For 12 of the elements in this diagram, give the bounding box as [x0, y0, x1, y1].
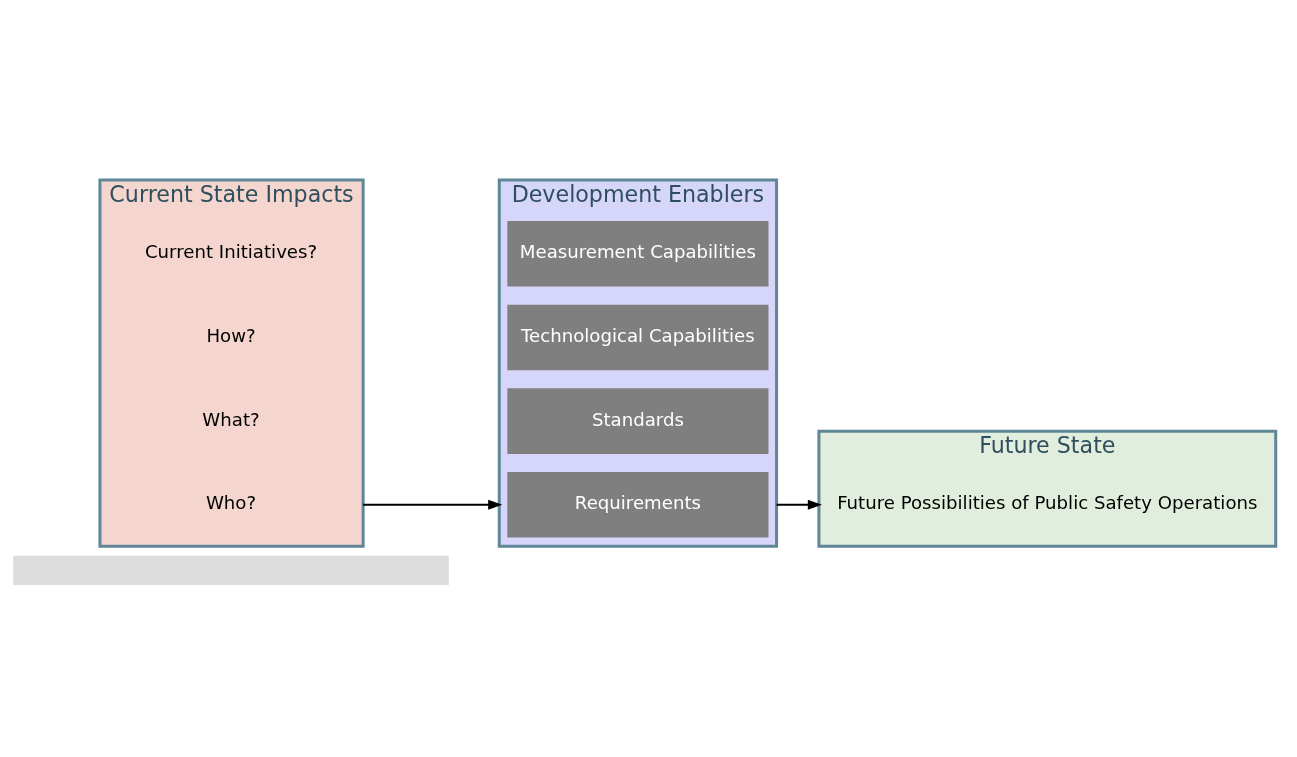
node-text: Future Possibilities of Public Safety Operations	[837, 492, 1258, 514]
node-box: Standards	[507, 388, 769, 454]
node-text: How?	[206, 324, 256, 346]
node-text: Who?	[205, 492, 257, 514]
node-bar	[13, 555, 449, 585]
node-box: Requirements	[507, 472, 769, 538]
node-box: Technological Capabilities	[507, 304, 769, 371]
node-text: Current Initiatives?	[144, 241, 318, 263]
arrow	[363, 499, 503, 510]
node-text: What?	[202, 408, 260, 430]
node-box: Measurement Capabilities	[507, 220, 769, 287]
arrow	[776, 499, 822, 510]
